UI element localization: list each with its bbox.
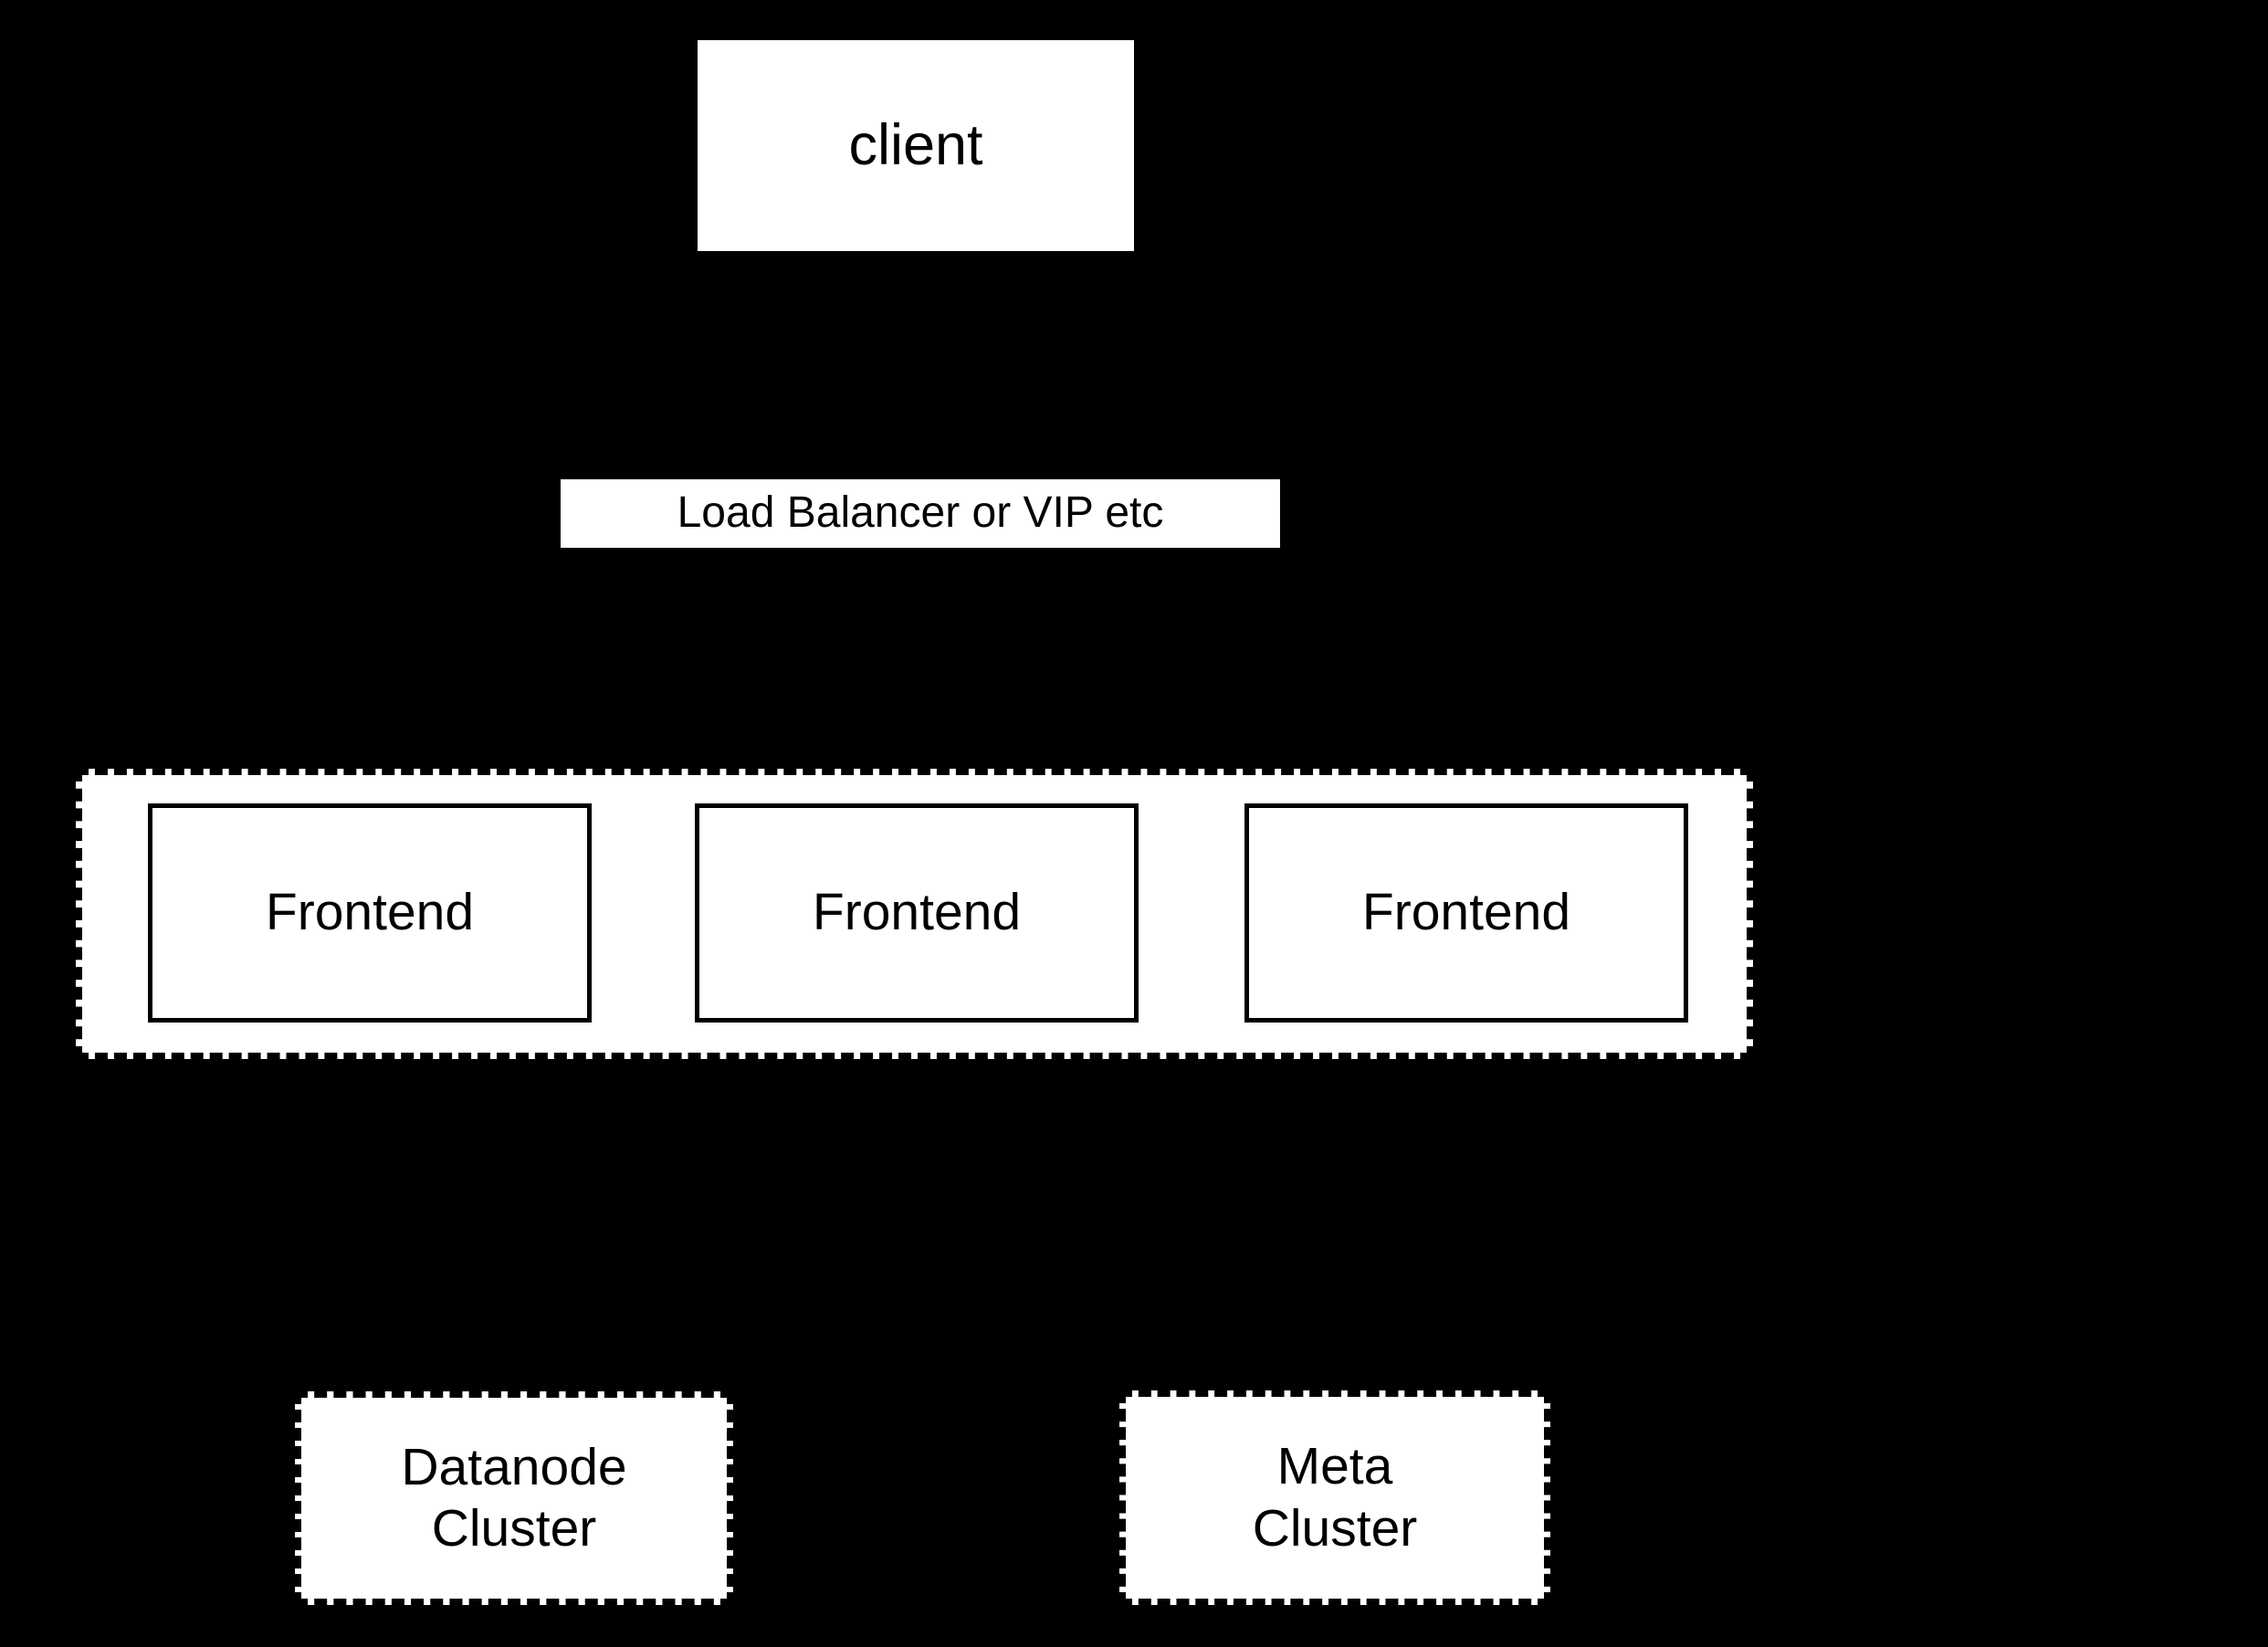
node-frontend-1[interactable]: Frontend <box>148 803 592 1023</box>
node-load-balancer-label: Load Balancer or VIP etc <box>677 488 1164 538</box>
node-frontend-2-label: Frontend <box>812 883 1022 942</box>
node-frontend-2[interactable]: Frontend <box>695 803 1139 1023</box>
node-client-label: client <box>848 113 983 178</box>
node-frontend-1-label: Frontend <box>265 883 475 942</box>
node-frontend-3[interactable]: Frontend <box>1244 803 1688 1023</box>
node-client[interactable]: client <box>698 40 1134 251</box>
node-frontend-3-label: Frontend <box>1361 883 1571 942</box>
node-datanode-cluster-label: Datanode Cluster <box>401 1437 627 1558</box>
node-datanode-cluster[interactable]: Datanode Cluster <box>295 1391 733 1605</box>
node-meta-cluster-label: Meta Cluster <box>1252 1437 1418 1558</box>
node-load-balancer[interactable]: Load Balancer or VIP etc <box>561 479 1280 548</box>
node-meta-cluster[interactable]: Meta Cluster <box>1119 1390 1550 1605</box>
